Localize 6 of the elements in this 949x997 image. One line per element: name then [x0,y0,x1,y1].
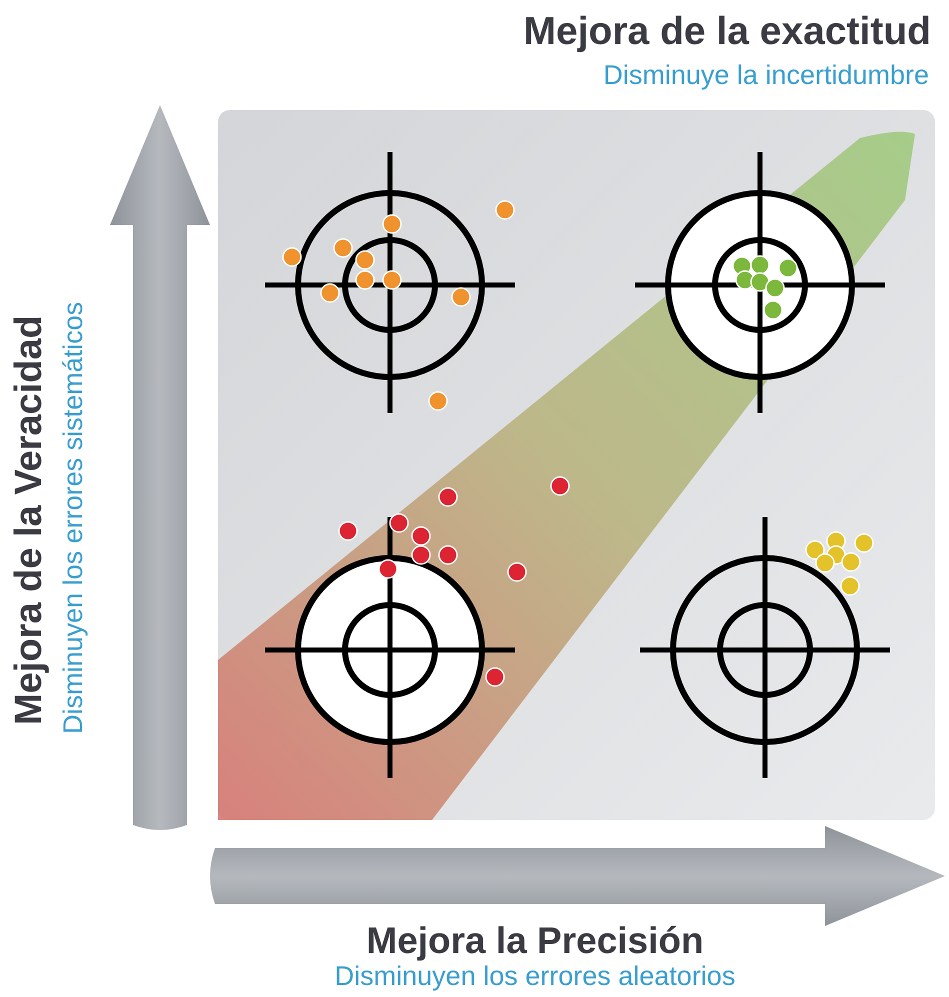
axis-subtitle: Disminuyen los errores sistemáticos [58,301,88,734]
heading: Mejora de la exactitud [524,10,931,53]
subheading: Disminuye la incertidumbre [603,60,929,90]
axis-subtitle: Disminuyen los errores aleatorios [334,961,736,991]
axis-title: Mejora de la Veracidad [8,315,50,725]
axis-title: Mejora la Precisión [366,920,704,961]
